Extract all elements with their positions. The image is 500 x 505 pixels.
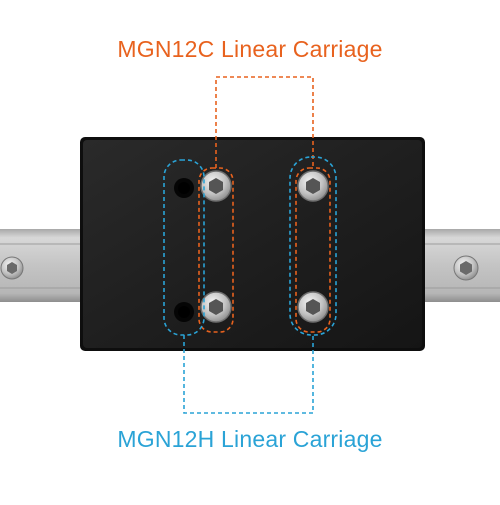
carriage-block [80, 137, 425, 351]
mounting-hole-top [174, 178, 194, 198]
hex-socket-screw-icon [460, 261, 472, 275]
carriage-screw-bottom-left [200, 291, 232, 323]
hex-socket-screw-icon [306, 299, 320, 315]
mgn12c-outline [198, 76, 331, 333]
mgn12c-label: MGN12C Linear Carriage [117, 36, 383, 62]
mounting-hole-bottom [174, 302, 194, 322]
rail-screw-right [453, 255, 479, 281]
rail-screw-left [0, 256, 24, 280]
carriage-screw-bottom-right [297, 291, 329, 323]
hex-socket-screw-icon [209, 299, 223, 315]
carriage-screw-top-right [297, 170, 329, 202]
hex-socket-screw-icon [7, 262, 17, 274]
mgn12h-label: MGN12H Linear Carriage [117, 426, 383, 452]
carriage-screw-top-left [200, 170, 232, 202]
mgn12h-outline [163, 156, 337, 414]
hex-socket-screw-icon [306, 178, 320, 194]
hex-socket-screw-icon [209, 178, 223, 194]
